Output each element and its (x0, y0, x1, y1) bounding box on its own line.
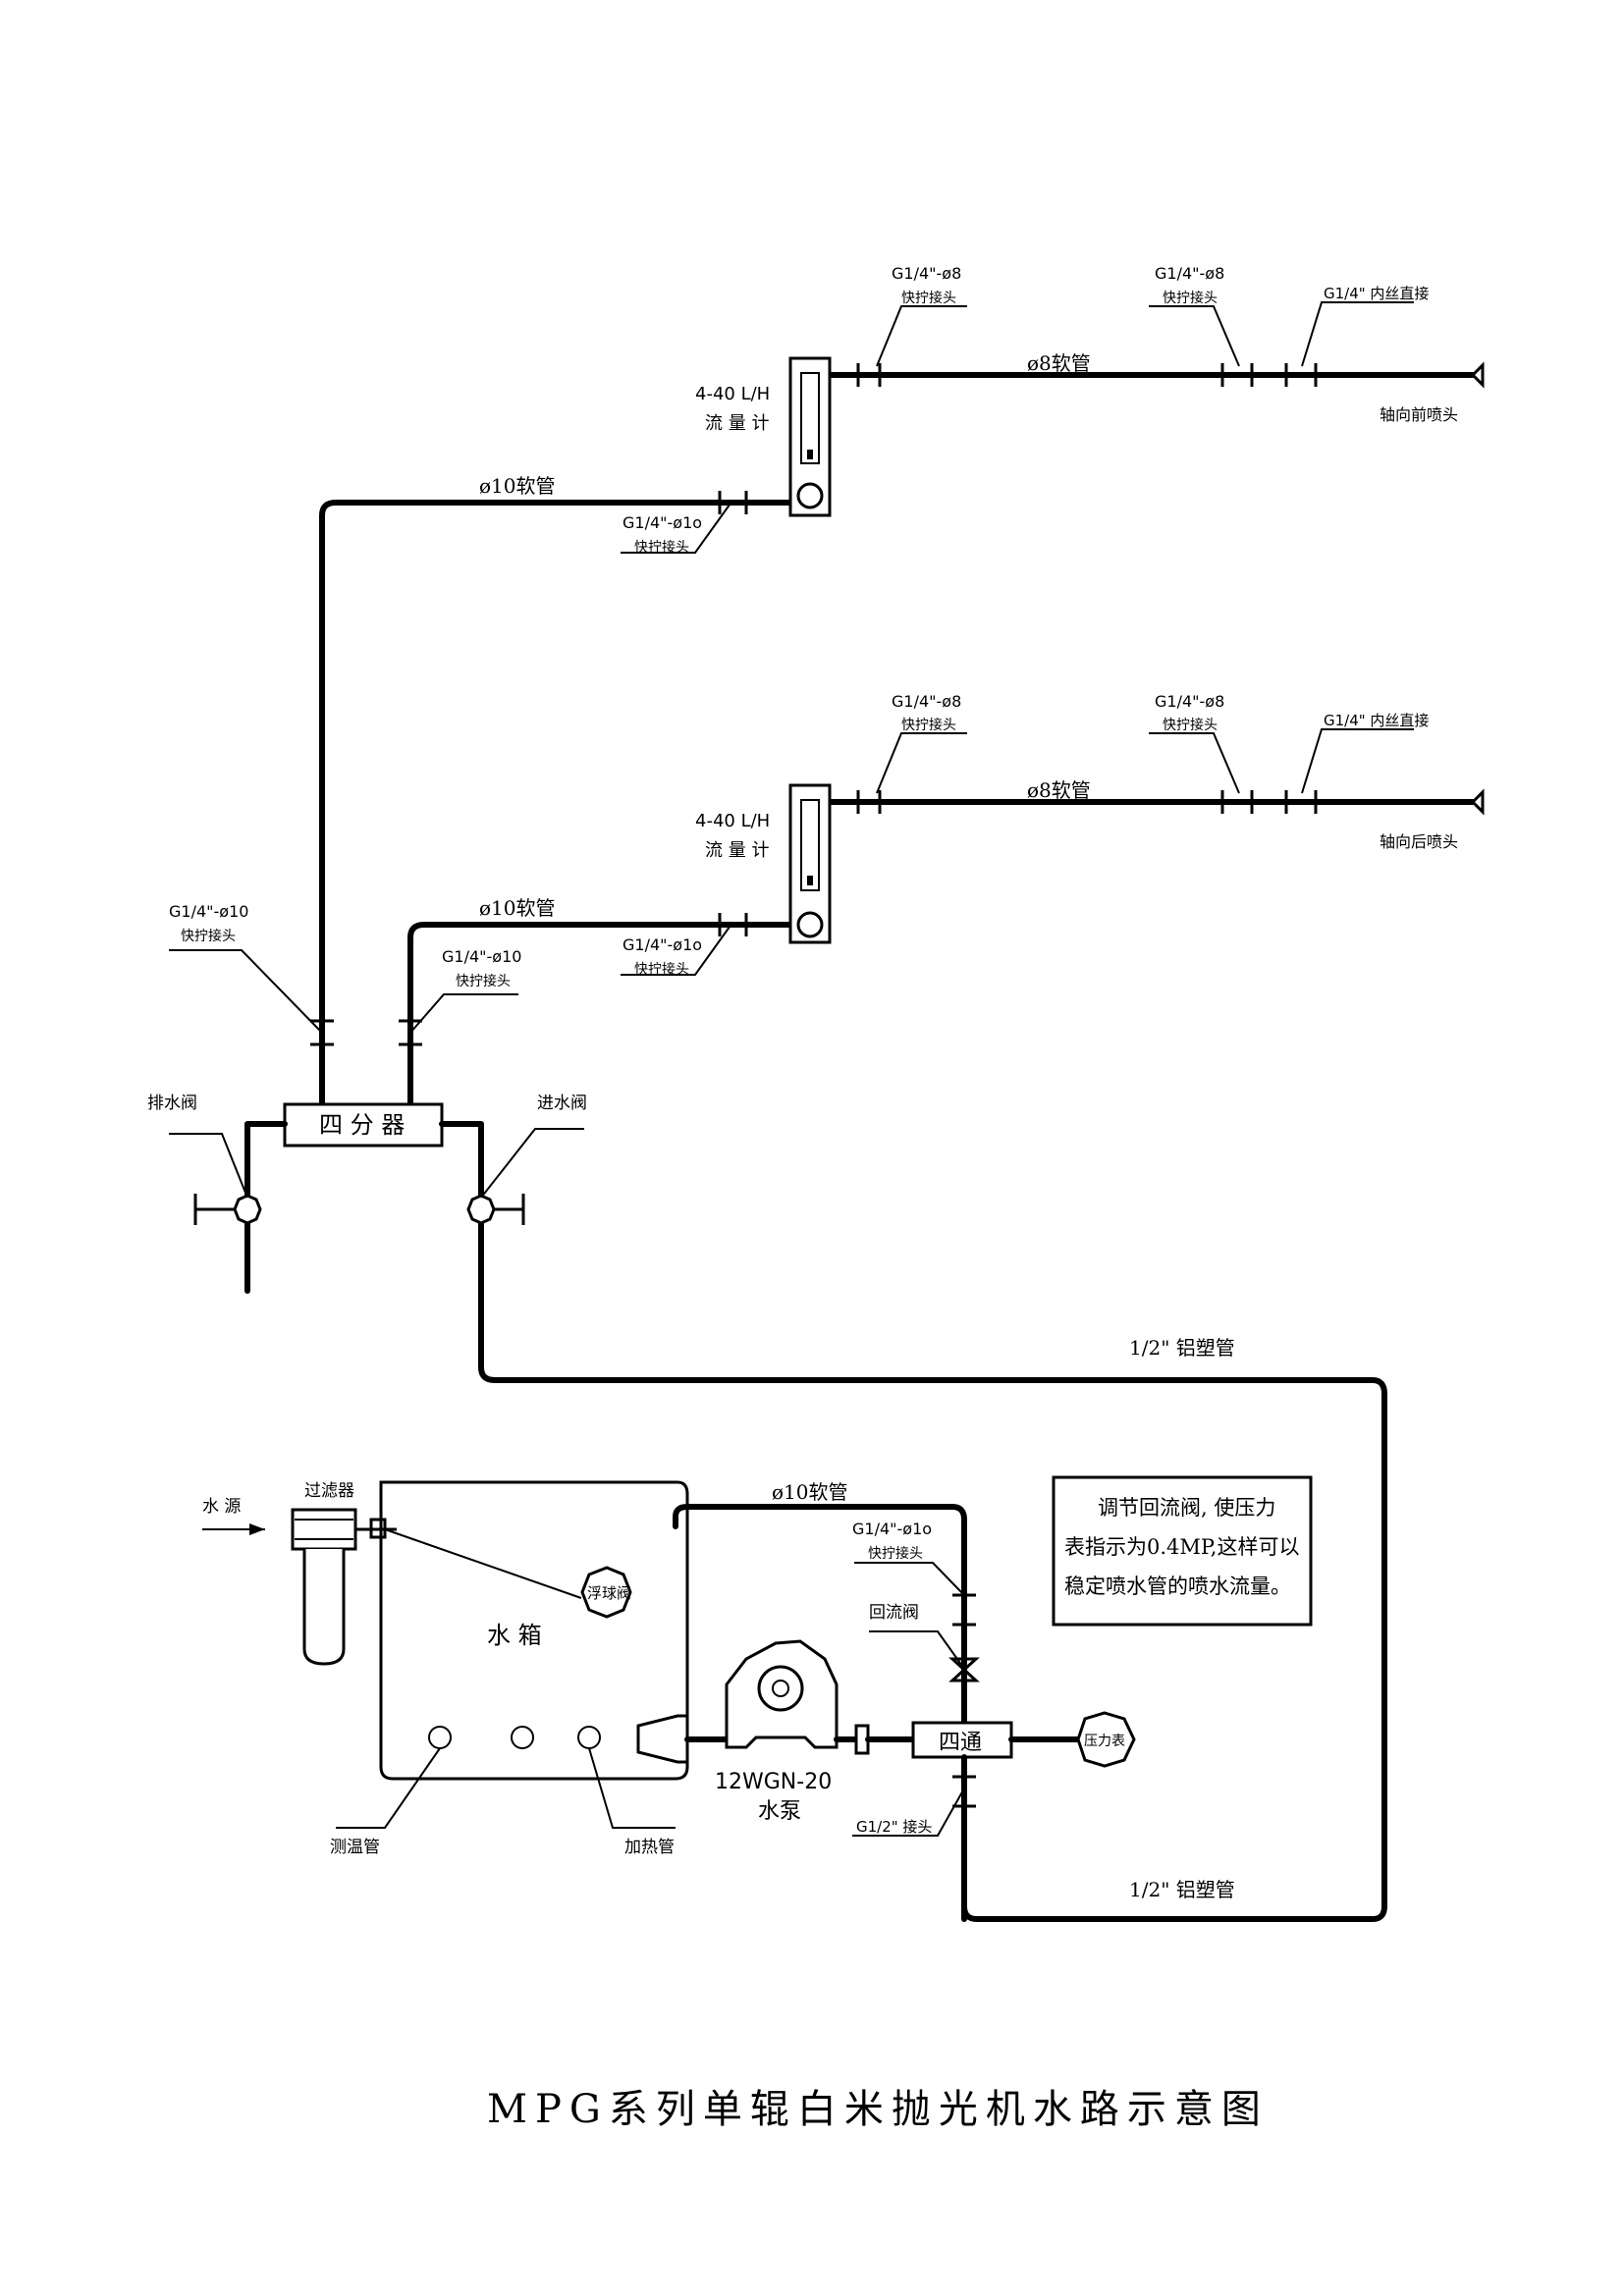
water-source-label: 水 源 (202, 1497, 241, 1517)
flowmeter-name-front: 流 量 计 (705, 413, 769, 434)
inlet-valve-icon (466, 1194, 525, 1225)
fitting-label-rear-3: G1/4"-ø1o (623, 935, 702, 954)
note-line-2: 表指示为0.4MP,这样可以 (1064, 1535, 1299, 1559)
fitting-marks-front (718, 363, 1318, 514)
g12-connector-label: G1/2" 接头 (856, 1818, 932, 1836)
alu-pipe-label-upper: 1/2" 铝塑管 (1129, 1336, 1235, 1360)
return-valve-icon (948, 1657, 980, 1682)
text-labels: G1/4"-ø8 快拧接头 G1/4"-ø8 快拧接头 G1/4" 内丝直接 ø… (147, 264, 1458, 2132)
fitting-sub-front-3: 快拧接头 (634, 539, 689, 556)
filter-label: 过滤器 (304, 1481, 354, 1501)
flowmeter-range-front: 4-40 L/H (695, 384, 770, 404)
tank-label: 水 箱 (487, 1622, 542, 1649)
fitting-sub-front-1: 快拧接头 (901, 290, 956, 306)
pump-icon (636, 1639, 916, 1764)
hose-phi10-label-tank: ø10软管 (772, 1480, 848, 1504)
manifold-fitting-label-left: G1/4"-ø10 (169, 902, 248, 921)
rear-nozzle-icon (1470, 788, 1485, 816)
fitting-label-rear-2: G1/4"-ø8 (1155, 692, 1224, 711)
fitting-sub-rear-2: 快拧接头 (1163, 717, 1218, 733)
pump-name-label: 水泵 (758, 1799, 801, 1824)
return-valve-label: 回流阀 (869, 1603, 919, 1623)
rear-nozzle-branch (169, 728, 1485, 1107)
front-nozzle-branch (319, 301, 1485, 1107)
temp-pipe-port (428, 1726, 452, 1749)
hose-phi10-label-rear: ø10软管 (479, 896, 556, 920)
manifold-fitting-sub-left: 快拧接头 (181, 928, 236, 944)
float-valve-icon (580, 1566, 632, 1619)
flowmeter-name-rear: 流 量 计 (705, 840, 769, 861)
note-line-3: 稳定喷水管的喷水流量。 (1064, 1575, 1291, 1598)
hose-phi8-label-rear: ø8软管 (1027, 778, 1091, 802)
fitting-marks-rear (310, 790, 1318, 1046)
front-nozzle-label: 轴向前喷头 (1380, 405, 1458, 424)
manifold-fitting-label-right: G1/4"-ø10 (442, 947, 521, 966)
pump-model-label: 12WGN-20 (715, 1770, 832, 1794)
flowmeter-front (788, 356, 832, 517)
note-box (1052, 1475, 1313, 1627)
return-fitting-label: G1/4"-ø1o (852, 1520, 932, 1538)
fitting-label-front-1: G1/4"-ø8 (892, 264, 961, 283)
drain-valve-icon (193, 1194, 262, 1225)
fitting-label-front-2: G1/4"-ø8 (1155, 264, 1224, 283)
return-fitting-sub: 快拧接头 (868, 1545, 923, 1562)
fitting-sub-rear-1: 快拧接头 (901, 717, 956, 733)
heater-pipe-port (577, 1726, 601, 1749)
four-way-label: 四通 (939, 1731, 982, 1755)
manifold-label: 四 分 器 (319, 1111, 405, 1139)
flowmeter-rear (788, 783, 832, 944)
float-valve-label: 浮球阀 (587, 1584, 631, 1602)
tank-box (379, 1480, 689, 1781)
heater-pipe-label: 加热管 (624, 1838, 675, 1857)
hose-phi10-label-front: ø10软管 (479, 474, 556, 498)
manifold-section (169, 1102, 1387, 1922)
note-line-1: 调节回流阀, 使压力 (1098, 1496, 1275, 1520)
pressure-gauge-icon (1076, 1711, 1136, 1768)
temp-pipe-label: 测温管 (330, 1838, 380, 1857)
fitting-sub-front-2: 快拧接头 (1163, 290, 1218, 306)
fitting-label-front-3: G1/4"-ø1o (623, 513, 702, 532)
inner-thread-label-rear: G1/4" 内丝直接 (1324, 712, 1429, 729)
rear-nozzle-label: 轴向后喷头 (1380, 832, 1458, 851)
port (511, 1726, 534, 1749)
inlet-valve-label: 进水阀 (537, 1094, 587, 1113)
front-nozzle-icon (1470, 361, 1485, 389)
manifold-fitting-sub-right: 快拧接头 (456, 973, 511, 989)
filter-icon (291, 1508, 357, 1666)
hose-phi8-label-front: ø8软管 (1027, 351, 1091, 375)
tank-section (202, 1475, 1313, 1922)
alu-pipe-label-lower: 1/2" 铝塑管 (1129, 1878, 1235, 1901)
pressure-gauge-label: 压力表 (1084, 1734, 1125, 1749)
flowmeter-range-rear: 4-40 L/H (695, 811, 770, 831)
diagram-title: MPG系列单辊白米抛光机水路示意图 (487, 2087, 1269, 2132)
inner-thread-label-front: G1/4" 内丝直接 (1324, 285, 1429, 302)
fitting-label-rear-1: G1/4"-ø8 (892, 692, 961, 711)
drain-valve-label: 排水阀 (147, 1094, 197, 1113)
fitting-sub-rear-3: 快拧接头 (634, 961, 689, 978)
